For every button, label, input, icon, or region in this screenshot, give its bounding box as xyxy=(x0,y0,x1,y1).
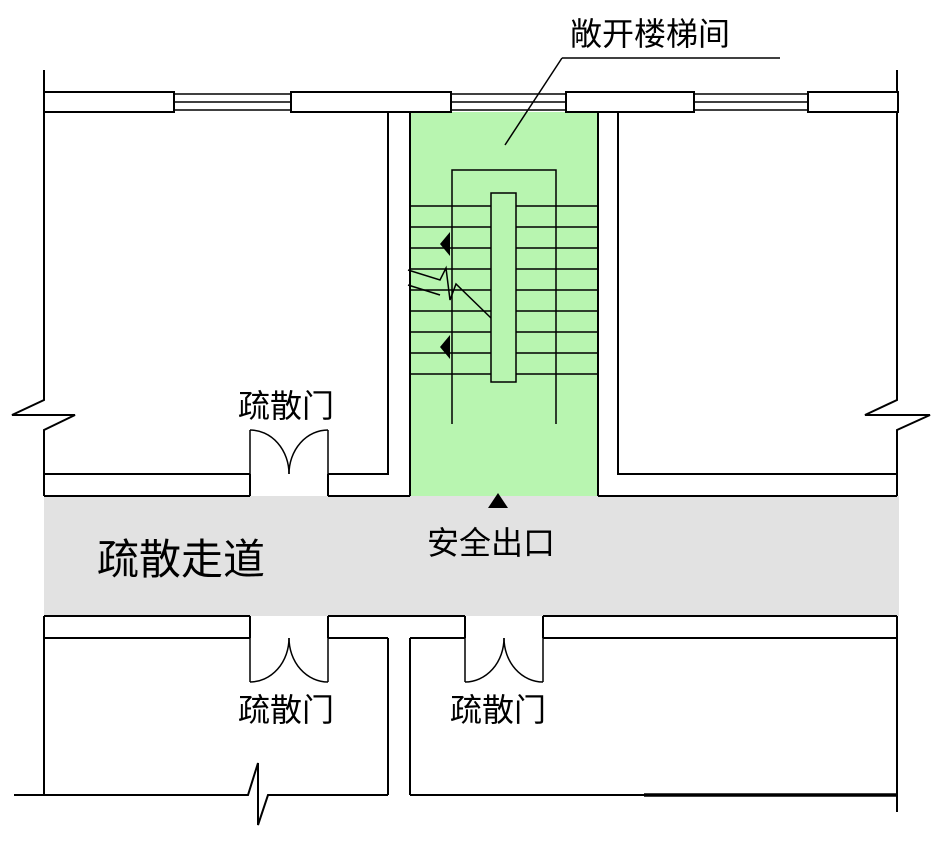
door-label-upper: 疏散门 xyxy=(238,387,335,425)
stairwell-label-leader xyxy=(504,57,780,146)
window xyxy=(174,93,291,111)
stair-flight xyxy=(407,169,598,424)
stairwell-label: 敞开楼梯间 xyxy=(570,15,731,53)
corridor-top-wall xyxy=(43,474,898,497)
corridor-bottom-wall xyxy=(43,615,898,639)
exit-label: 安全出口 xyxy=(427,524,556,562)
stairwell-walls xyxy=(388,111,618,496)
window xyxy=(694,93,808,111)
top-wall xyxy=(43,70,899,113)
door-label-lower-middle: 疏散门 xyxy=(450,691,547,729)
window xyxy=(451,93,566,111)
lower-rooms-walls xyxy=(14,638,898,826)
corridor-label: 疏散走道 xyxy=(97,535,266,584)
door-label-lower-left: 疏散门 xyxy=(238,691,335,729)
open-stairwell-area xyxy=(410,112,598,496)
evacuation-door-lower-left xyxy=(249,637,329,683)
evacuation-corridor-area xyxy=(44,496,899,616)
evacuation-door-lower-middle xyxy=(464,637,544,683)
upper-right-room-walls xyxy=(617,112,931,475)
evacuation-door-upper xyxy=(249,429,329,475)
exit-arrow-icon xyxy=(488,493,508,508)
stair-direction-arrows xyxy=(440,232,450,359)
